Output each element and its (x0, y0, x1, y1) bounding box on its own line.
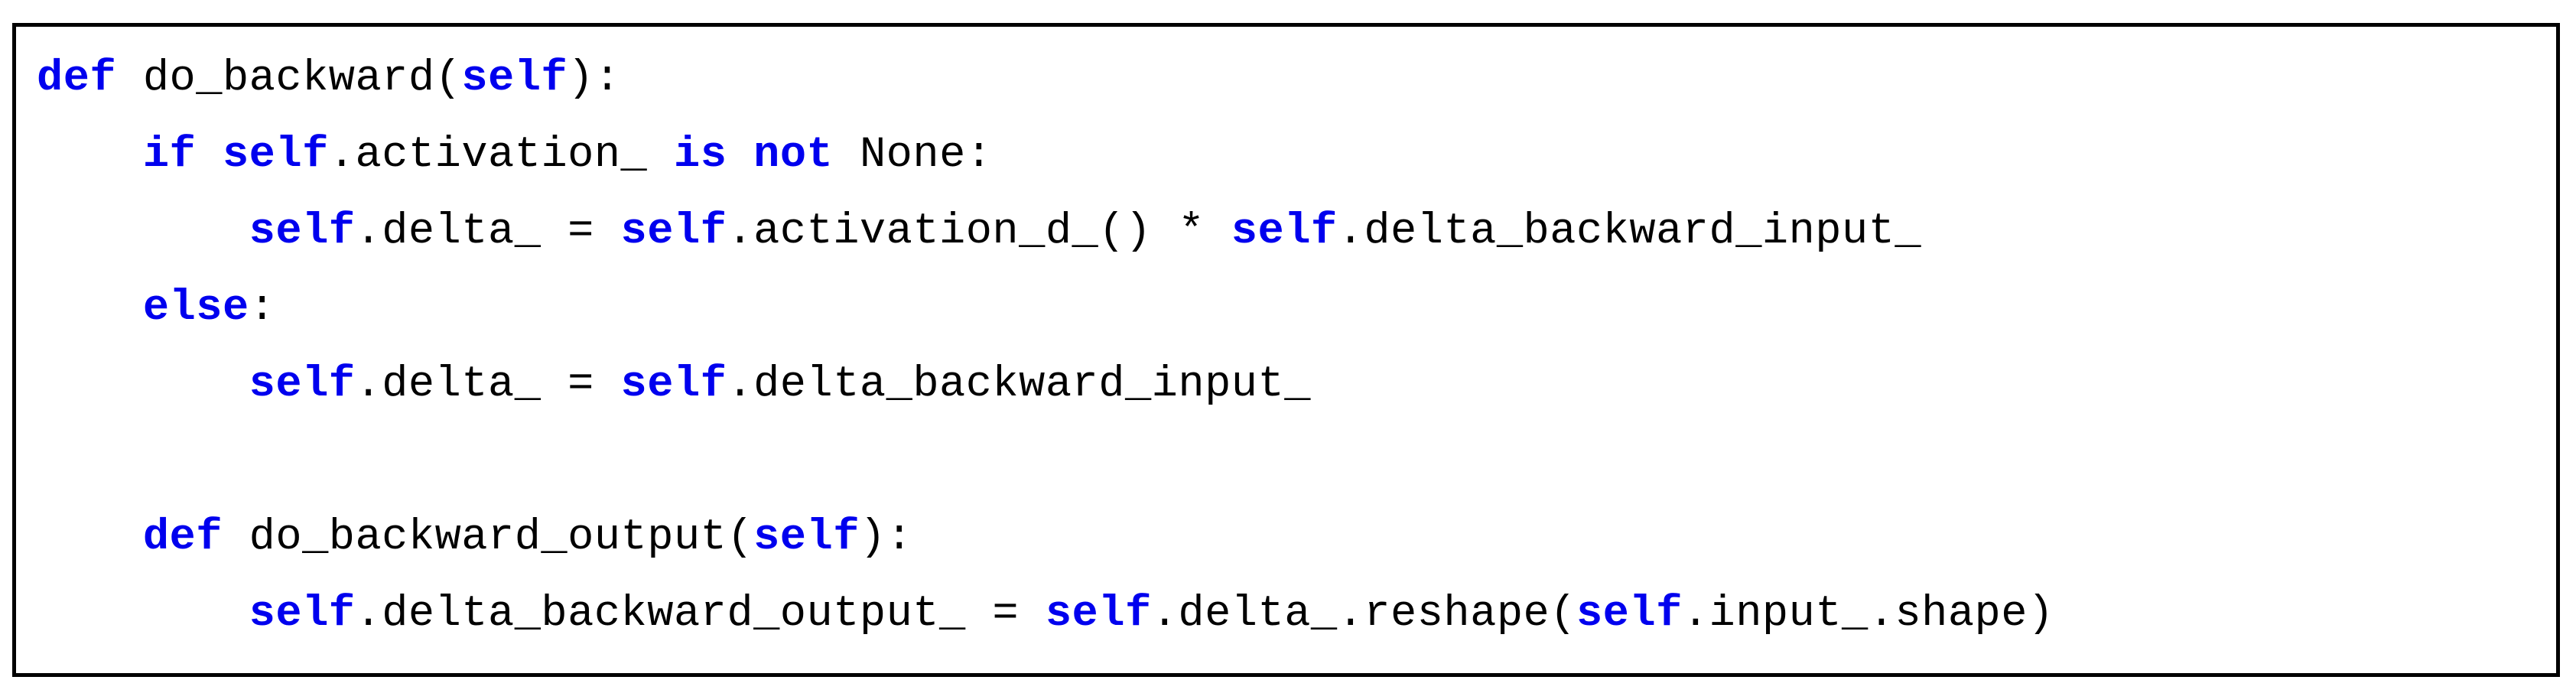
code-token: .delta_.reshape( (1151, 590, 1576, 639)
code-token (37, 284, 143, 333)
code-token-keyword: self (1576, 590, 1683, 639)
code-listing: def do_backward(self): if self.activatio… (37, 41, 2548, 652)
code-token-keyword: is (673, 131, 727, 180)
code-token (37, 590, 249, 639)
code-line: self.delta_backward_output_ = self.delta… (37, 576, 2548, 652)
code-token-keyword: self (620, 207, 727, 256)
code-token-keyword: def (142, 513, 223, 562)
code-token-keyword: else (142, 284, 249, 333)
code-line: def do_backward_output(self): (37, 499, 2548, 576)
code-token-keyword: self (1231, 207, 1338, 256)
code-token: None: (833, 131, 993, 180)
code-listing-frame: def do_backward(self): if self.activatio… (12, 23, 2560, 677)
code-token-keyword: self (1045, 590, 1152, 639)
code-token-keyword: self (753, 513, 860, 562)
code-line: def do_backward(self): (37, 41, 2548, 117)
code-token (37, 131, 143, 180)
code-token: .delta_ = (355, 207, 621, 256)
code-line: self.delta_ = self.activation_d_() * sel… (37, 194, 2548, 270)
code-line: self.delta_ = self.delta_backward_input_ (37, 346, 2548, 423)
code-token (37, 360, 249, 409)
code-token: .input_.shape) (1682, 590, 2054, 639)
code-token (37, 513, 143, 562)
code-token-keyword: def (37, 54, 117, 103)
code-token: .delta_backward_output_ = (355, 590, 1046, 639)
code-token-keyword: not (753, 131, 834, 180)
code-token: .delta_backward_input_ (1337, 207, 1922, 256)
code-token (727, 131, 753, 180)
code-token: .activation_ (328, 131, 674, 180)
code-line: if self.activation_ is not None: (37, 117, 2548, 194)
code-token: do_backward_output( (222, 513, 754, 562)
code-token: ): (568, 54, 621, 103)
code-token: : (249, 284, 276, 333)
code-token (196, 131, 223, 180)
code-token-keyword: self (249, 207, 356, 256)
code-token-keyword: if (142, 131, 197, 180)
code-line (37, 423, 2548, 499)
code-token: ): (859, 513, 913, 562)
code-token: .delta_backward_input_ (727, 360, 1311, 409)
code-token: .delta_ = (355, 360, 621, 409)
code-token-keyword: self (222, 131, 329, 180)
code-token-keyword: self (249, 360, 356, 409)
code-token-keyword: self (461, 54, 568, 103)
code-token (37, 207, 249, 256)
code-token: do_backward( (116, 54, 462, 103)
code-token: .activation_d_() * (727, 207, 1231, 256)
code-line: else: (37, 270, 2548, 346)
code-token-keyword: self (249, 590, 356, 639)
code-token-keyword: self (620, 360, 727, 409)
